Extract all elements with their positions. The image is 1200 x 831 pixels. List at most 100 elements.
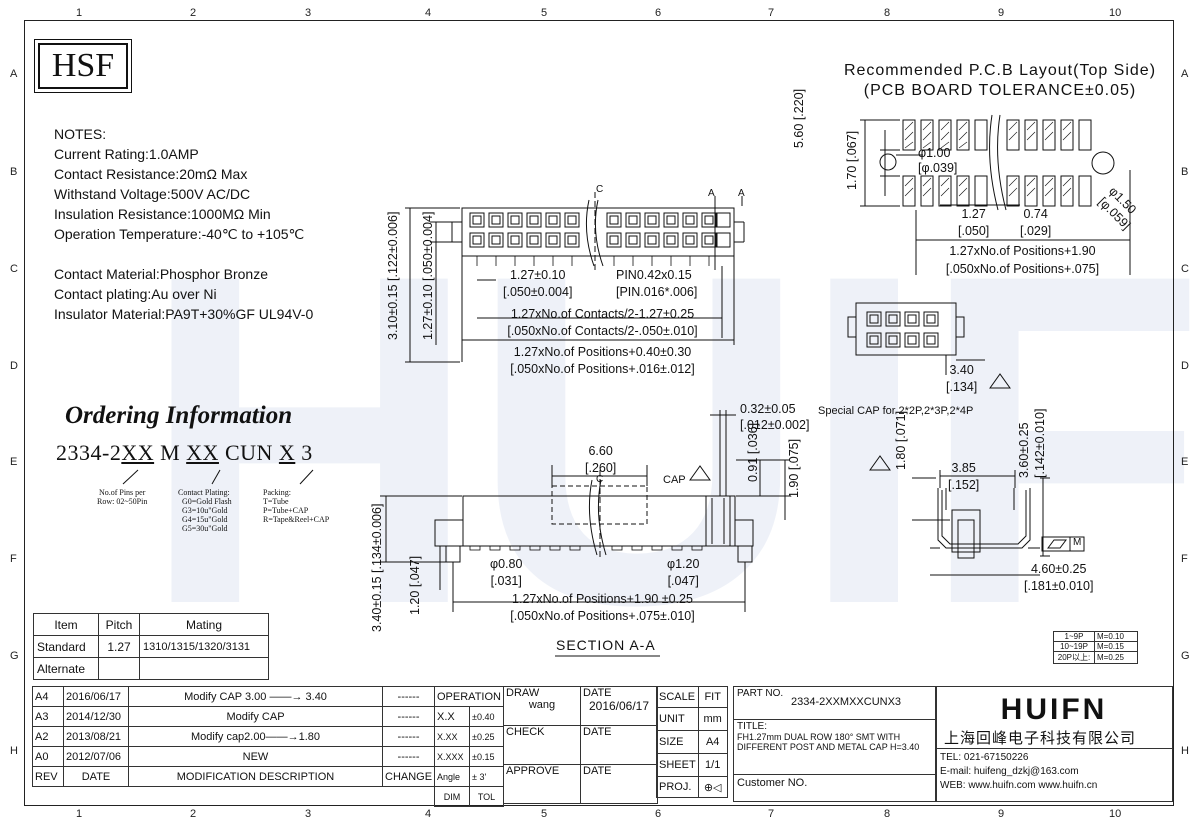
code-part: M	[160, 440, 181, 465]
dim-pcb-560: 5.60 [.220]	[792, 89, 806, 148]
cell-label: DRAW	[506, 687, 540, 699]
dim-value: [.122±0.006]	[386, 211, 400, 281]
table-cell	[139, 657, 269, 680]
note-line: Contact Plating:	[178, 488, 230, 497]
dim-value: [.067]	[845, 130, 859, 163]
table-cell: TOL	[469, 786, 504, 807]
dim-value: 6.60	[588, 444, 613, 458]
table-cell: M=0.10	[1094, 631, 1138, 642]
dim-value: 3.10±0.15	[386, 284, 400, 340]
label-c: C	[596, 184, 604, 195]
dim-value: 1.27xNo.of Positions+1.90	[949, 244, 1096, 258]
table-cell: X.XXX	[434, 746, 470, 767]
dim-value: [.050xNo.of Positions+.016±.012]	[510, 362, 695, 376]
table-cell: DATE	[580, 725, 658, 765]
table-cell: 2012/07/06	[63, 746, 129, 767]
dim-value: [.050±0.004]	[503, 285, 573, 299]
table-cell: ±0.15	[469, 746, 504, 767]
pcb-hole-large	[1091, 151, 1115, 175]
table-cell: A4	[32, 686, 64, 707]
note-line: Insulation Resistance:1000MΩ Min	[54, 206, 271, 222]
table-cell: CHANGE	[381, 766, 436, 787]
table-cell: SCALE	[656, 686, 699, 708]
label-m: M	[1073, 537, 1082, 548]
dim-side-360: 3.60±0.25[.142±0.010]	[1016, 409, 1048, 478]
pcb-hole-small	[879, 153, 897, 171]
table-cell: Pitch	[98, 613, 140, 636]
title-cell: TITLE: FH1.27mm DUAL ROW 180° SMT WITH D…	[734, 720, 936, 775]
note-line: No.of Pins per	[98, 488, 146, 497]
dim-sec-660: 6.60 [.260]	[585, 443, 616, 477]
dim-top-pin: PIN0.42x0.15[PIN.016*.006]	[616, 267, 697, 301]
dim-value: 1.90	[787, 473, 801, 498]
table-cell: ±0.40	[469, 706, 504, 727]
dim-value: [.260]	[585, 461, 617, 475]
table-cell: 1~9P	[1053, 631, 1095, 642]
cap-top-view	[847, 302, 985, 375]
code-part: X	[278, 440, 296, 465]
code-part: XX	[186, 440, 219, 465]
title-value: FH1.27mm DUAL ROW 180° SMT WITH	[737, 732, 901, 742]
table-cell: Modify CAP 3.00 ——→ 3.40	[128, 686, 383, 707]
dim-value: 0.74	[1023, 207, 1048, 221]
section-label: SECTION A-A	[556, 637, 656, 653]
table-cell: A2	[32, 726, 64, 747]
cell-label: TITLE:	[737, 721, 768, 732]
dim-value: 1.27±0.10	[421, 284, 435, 340]
row-label: E	[1181, 456, 1189, 468]
title-value: DIFFERENT POST AND METAL CAP H=3.40	[737, 742, 920, 752]
note-line: Withstand Voltage:500V AC/DC	[54, 186, 251, 202]
dim-top-pitch: 1.27±0.10[.050±0.004]	[503, 267, 572, 301]
table-cell: ± 3'	[469, 766, 504, 787]
dim-value: [.050]	[958, 224, 990, 238]
dim-value: φ1.00	[918, 146, 951, 160]
dim-value: [.050±0.004]	[421, 211, 435, 281]
row-label: D	[10, 360, 18, 372]
row-label: G	[10, 650, 19, 662]
code-part: 3	[301, 440, 313, 465]
table-cell: A4	[697, 730, 728, 754]
dim-value: [.036]	[746, 422, 760, 455]
row-label: C	[10, 263, 18, 275]
col-label: 6	[655, 7, 662, 19]
pcb-pads-top	[902, 119, 1092, 151]
dim-value: [.047]	[667, 574, 699, 588]
row-label: A	[10, 68, 18, 80]
table-cell: 2013/08/21	[63, 726, 129, 747]
note-line: Operation Temperature:-40℃ to +105℃	[54, 226, 305, 242]
ordering-title: Ordering Information	[65, 402, 293, 429]
dim-pcb-074: 0.74 [.029]	[1020, 206, 1051, 240]
table-cell: OPERATION	[434, 686, 504, 707]
table-cell: X.XX	[434, 726, 470, 747]
row-label: F	[10, 553, 17, 565]
dim-value: 1.80	[894, 445, 908, 470]
table-cell: SIZE	[656, 730, 699, 754]
hsf-logo: HSF	[34, 39, 132, 93]
note-line: P=Tube+CAP	[263, 506, 309, 515]
dim-side-460: 4.60±0.25[.181±0.010]	[1024, 561, 1093, 595]
pcb-title-line2: (PCB BOARD TOLERANCE±0.05)	[863, 82, 1137, 99]
col-label: 4	[425, 7, 432, 19]
table-cell: DATE	[63, 766, 129, 787]
dim-value: [.181±0.010]	[1024, 579, 1094, 593]
table-cell: mm	[697, 707, 728, 731]
table-cell: DIM	[434, 786, 470, 807]
row-label: H	[1181, 745, 1189, 757]
projection-icon: ⊕◁	[697, 776, 728, 798]
dim-value: [.029]	[1020, 224, 1052, 238]
col-label: 2	[190, 7, 197, 19]
dim-value: [.050xNo.of Positions+.075]	[945, 262, 1100, 276]
company-contact: TEL: 021-67150226 E-mail: huifeng_dzkj@1…	[936, 749, 1172, 795]
dim-value: 1.27xNo.of Contacts/2-1.27±0.25	[510, 307, 695, 321]
dim-pcb-100: φ1.00[φ.039]	[918, 146, 957, 176]
dim-value: [.134±0.006]	[370, 503, 384, 573]
dim-value: [.071]	[894, 410, 908, 443]
customer-cell: Customer NO.	[737, 777, 808, 789]
dim-top-positions: 1.27xNo.of Positions+0.40±0.30[.050xNo.o…	[470, 344, 735, 378]
table-cell	[98, 657, 140, 680]
